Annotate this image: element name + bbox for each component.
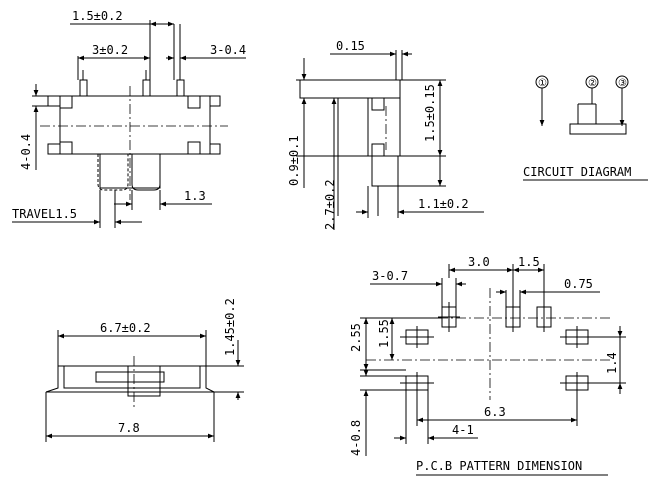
dim-4-0-4: 4-0.4 [19,134,33,170]
front-view: 6.7±0.2 1.45±0.2 7.8 [45,298,244,442]
dim-1-5-0-15: 1.5±0.15 [423,84,437,142]
dim-2-7: 2.7±0.2 [323,179,337,230]
pin-3 [176,79,185,97]
dim-3-0-7: 3-0.7 [372,269,408,283]
pin-2 [142,79,151,97]
dim-1-1: 1.1±0.2 [418,197,469,211]
front-body [63,365,201,389]
dim-1-55: 1.55 [377,319,391,348]
circuit-diagram: ① ② ③ CIRCUIT DIAGRAM [523,75,648,181]
dim-1-3: 1.3 [184,189,206,203]
pin-1 [79,79,88,97]
dim-6-7: 6.7±0.2 [100,321,151,335]
dim-1-4: 1.4 [605,352,619,374]
dim-1-5-pcb: 1.5 [518,255,540,269]
dim-3-0-4: 3-0.4 [210,43,246,57]
dim-6-3: 6.3 [484,405,506,419]
dim-1-5: 1.5±0.2 [72,9,123,23]
travel-label: TRAVEL1.5 [12,207,77,221]
dim-7-8: 7.8 [118,421,140,435]
dim-0-9: 0.9±0.1 [287,135,301,186]
dim-3: 3±0.2 [92,43,128,57]
pcb-title: P.C.B PATTERN DIMENSION [416,459,582,473]
side-knob [371,155,399,187]
circuit-title: CIRCUIT DIAGRAM [523,165,631,179]
pin-label-1: ① [538,78,547,89]
side-cover [299,79,401,99]
dim-0-15: 0.15 [336,39,365,53]
pin-label-3: ③ [618,78,627,89]
dim-1-45: 1.45±0.2 [223,298,237,356]
top-view: 1.5±0.2 3±0.2 3-0.4 4-0.4 1.3 TRAVEL1.5 [12,9,246,228]
dim-4-0-8: 4-0.8 [349,420,363,456]
side-view: 0.15 1.5±0.15 0.9±0.1 2.7±0.2 1.1±0.2 [287,39,484,230]
dim-0-75: 0.75 [564,277,593,291]
dim-4-1: 4-1 [452,423,474,437]
pcb-pattern: 3-0.7 3.0 1.5 0.75 2.55 1.55 1.4 [349,255,626,476]
pin-label-2: ② [588,78,597,89]
front-knob [127,365,161,397]
contact-bar [569,123,627,135]
dim-3-0: 3.0 [468,255,490,269]
dim-2-55: 2.55 [349,323,363,352]
